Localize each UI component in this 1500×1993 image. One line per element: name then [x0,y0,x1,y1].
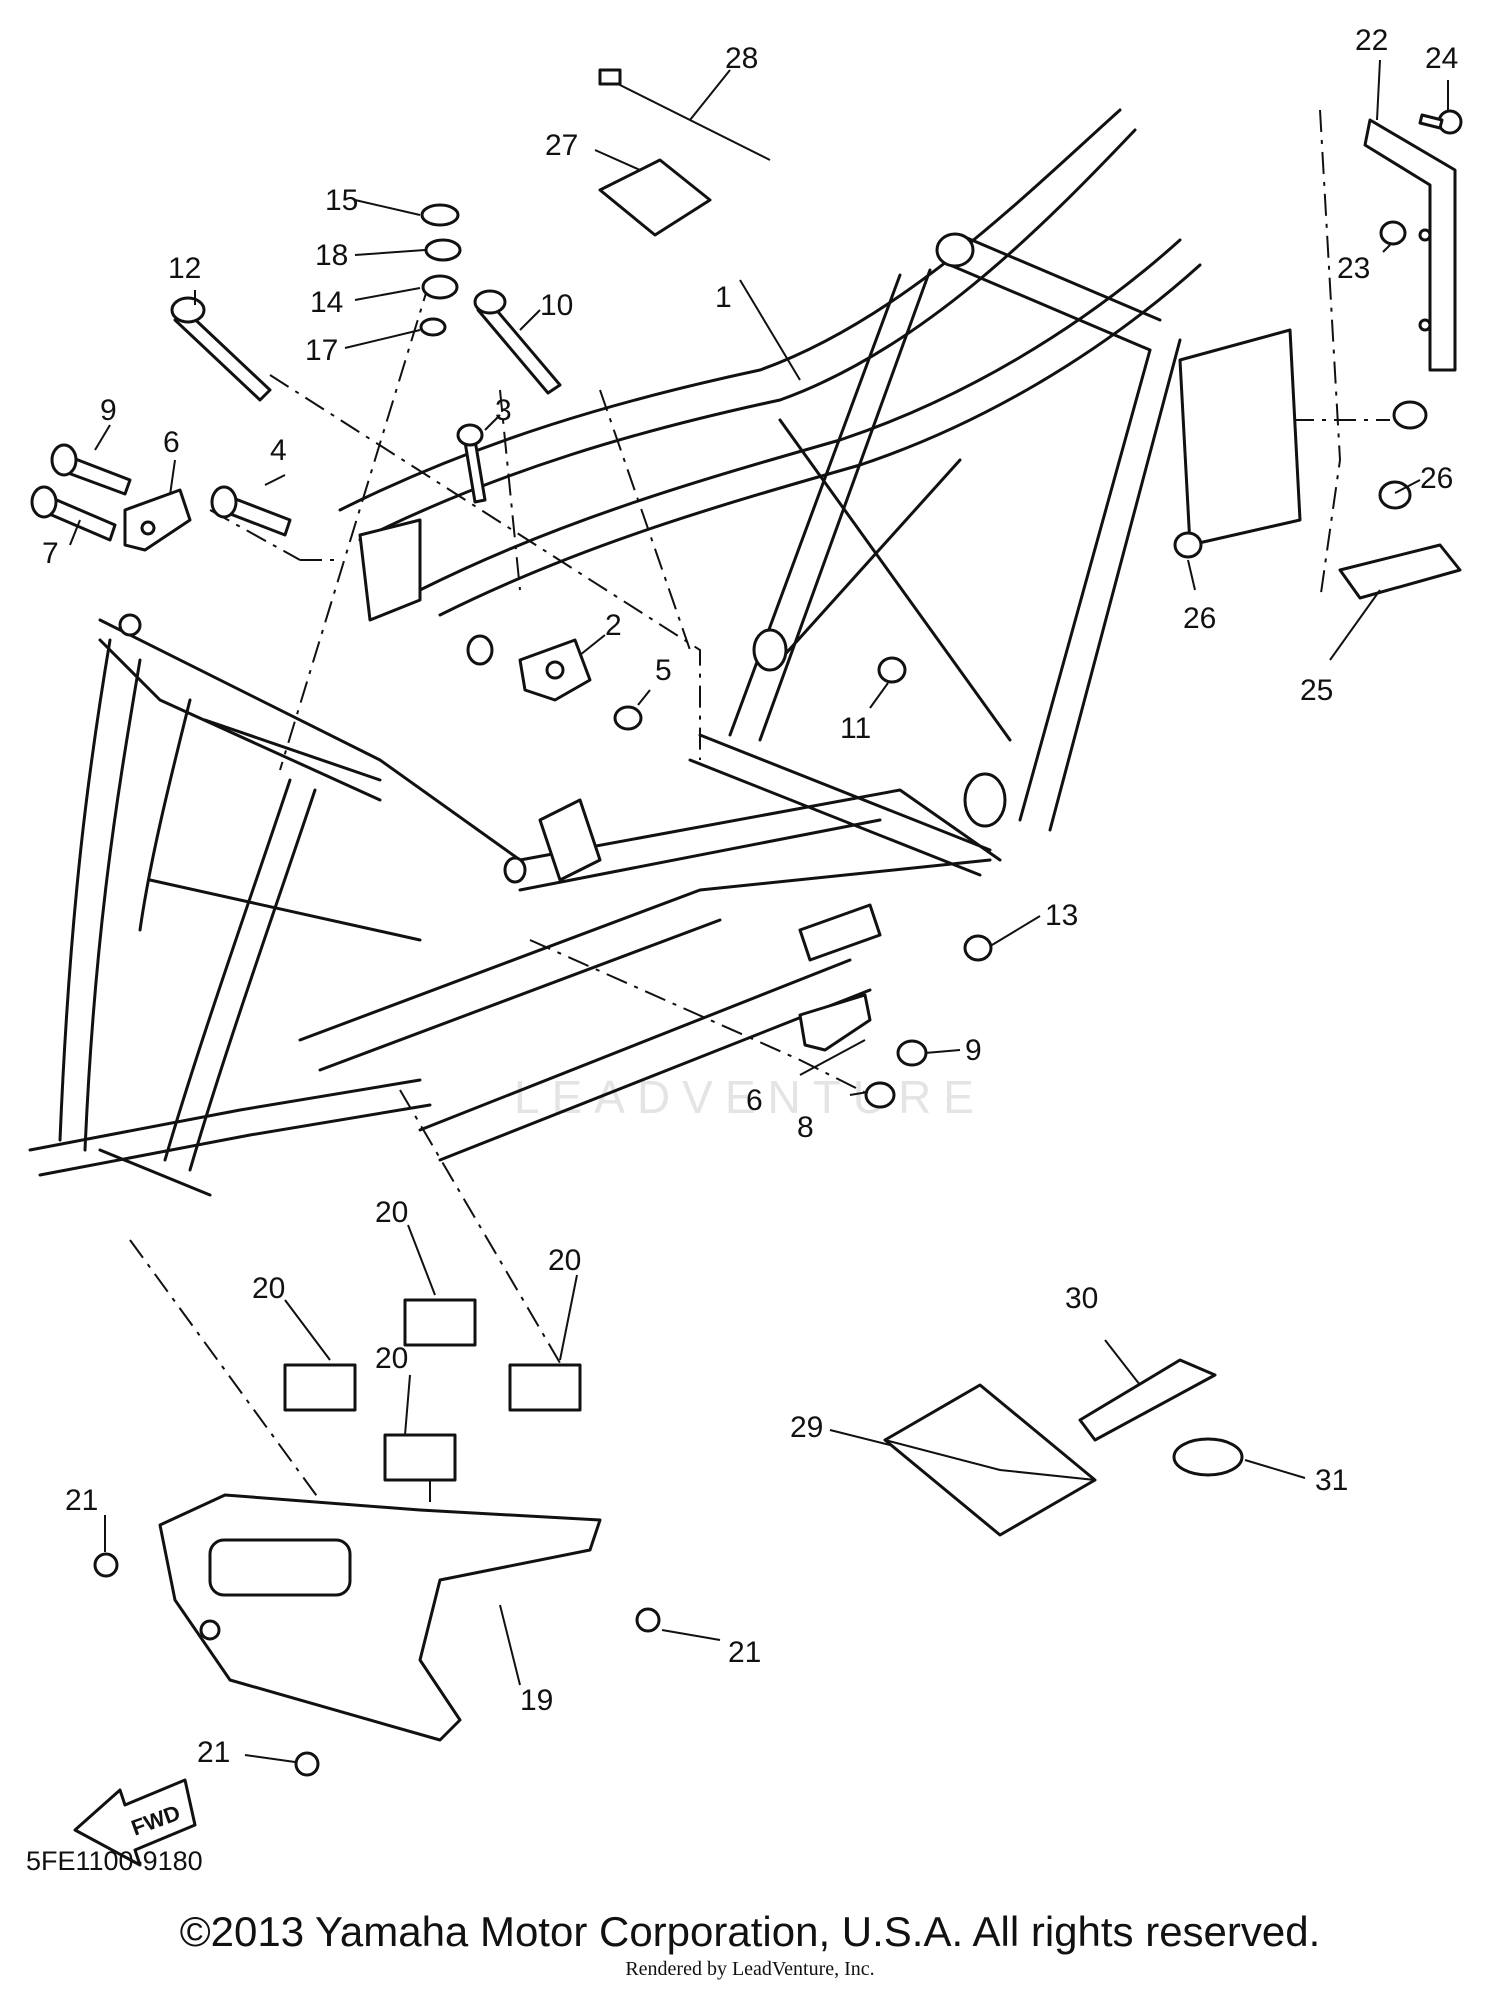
callout-27: 27 [545,129,578,162]
callout-15: 14 [310,286,343,319]
callout-2: 2 [605,609,622,642]
callout-7: 7 [42,537,59,570]
callout-20d: 20 [375,1342,408,1375]
callout-16: 15 [325,184,358,217]
callout-5: 5 [655,654,672,687]
callout-21c: 21 [197,1736,230,1769]
callout-11: 10 [540,289,573,322]
callout-26b: 26 [1183,602,1216,635]
callout-13: 12 [168,252,201,285]
callout-10: 9 [965,1034,982,1067]
callout-31: 31 [1315,1464,1348,1497]
callout-14: 13 [1045,899,1078,932]
callout-26a: 26 [1420,462,1453,495]
callout-20c: 20 [548,1244,581,1277]
frame-assembly [28,108,1202,1197]
callout-23: 23 [1337,252,1370,285]
callout-24: 24 [1425,42,1458,75]
callout-12: 11 [840,712,871,745]
callout-18: 18 [315,239,348,272]
callout-4: 4 [270,434,287,467]
callout-30: 30 [1065,1282,1098,1315]
callout-9: 9 [100,394,117,427]
callout-20a: 20 [375,1196,408,1229]
callout-1: 1 [715,281,732,314]
copyright-text: ©2013 Yamaha Motor Corporation, U.S.A. A… [179,1908,1321,1955]
callout-numbers: 28 27 22 24 23 26 26 25 1 15 18 14 17 12… [42,24,1458,1769]
callout-6a: 6 [163,426,180,459]
fwd-arrow-icon: FWD [73,1778,197,1867]
callout-25: 25 [1300,674,1333,707]
callout-3: 3 [495,394,512,427]
leader-lines [69,59,1449,1763]
rendered-by-text: Rendered by LeadVenture, Inc. [625,1958,875,1980]
callout-28: 28 [725,42,758,75]
callout-6b: 6 [746,1084,763,1117]
callout-29: 29 [790,1411,823,1444]
callout-8: 8 [797,1111,814,1144]
callout-21b: 21 [728,1636,761,1669]
callout-21a: 21 [65,1484,98,1517]
callout-22: 22 [1355,24,1388,57]
callout-19: 19 [520,1684,553,1717]
callout-20b: 20 [252,1272,285,1305]
hardware-parts [30,68,1463,1777]
callout-17: 17 [305,334,338,367]
part-code: 5FE1100-9180 [26,1846,203,1876]
watermark: LEADVENTURE [514,1071,986,1123]
